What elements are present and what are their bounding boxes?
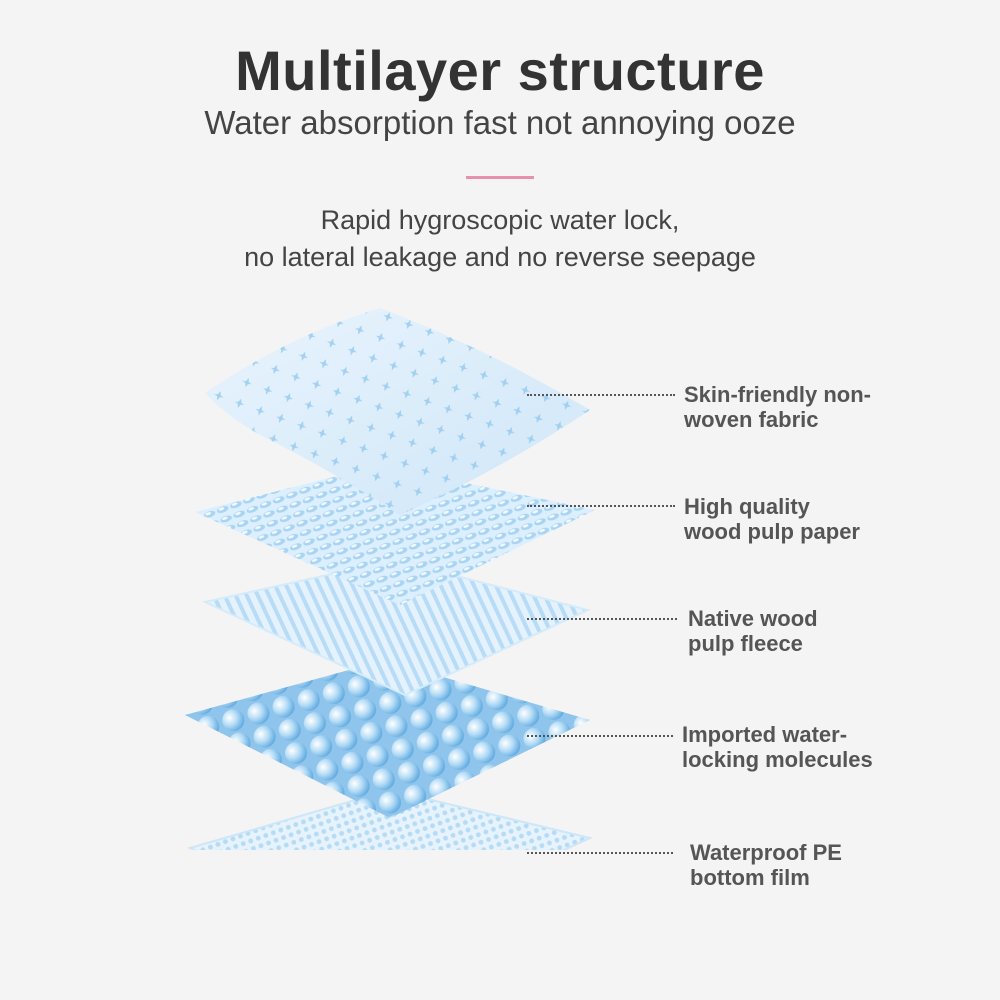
layer-label-5: Waterproof PE bottom film bbox=[690, 840, 842, 890]
layer-film bbox=[186, 788, 594, 850]
description-line-2: no lateral leakage and no reverse seepag… bbox=[244, 242, 756, 272]
layer-label-1: Skin-friendly non- woven fabric bbox=[684, 382, 871, 432]
layer-label-5-line-1: Waterproof PE bbox=[690, 840, 842, 865]
layer-label-3: Native wood pulp fleece bbox=[688, 606, 818, 656]
layer-paper bbox=[195, 465, 595, 605]
layer-label-4-line-1: Imported water- bbox=[682, 722, 848, 747]
layer-molecules bbox=[185, 660, 590, 818]
description: Rapid hygroscopic water lock, no lateral… bbox=[0, 202, 1000, 276]
leader-line-1 bbox=[527, 394, 675, 396]
layer-label-4-line-2: locking molecules bbox=[682, 747, 873, 772]
layer-label-2-line-2: wood pulp paper bbox=[684, 519, 860, 544]
page-title: Multilayer structure bbox=[235, 39, 765, 102]
layer-label-3-line-2: pulp fleece bbox=[688, 631, 803, 656]
leader-line-5 bbox=[527, 852, 673, 854]
layer-label-5-line-2: bottom film bbox=[690, 865, 810, 890]
layer-label-2: High quality wood pulp paper bbox=[684, 494, 860, 544]
layer-stack-illustration bbox=[185, 308, 595, 850]
page-subtitle: Water absorption fast not annoying ooze bbox=[204, 104, 796, 141]
leader-line-4 bbox=[527, 735, 673, 737]
layer-fleece bbox=[201, 558, 591, 697]
layer-label-2-line-1: High quality bbox=[684, 494, 810, 519]
layer-label-3-line-1: Native wood bbox=[688, 606, 818, 631]
layer-label-1-line-1: Skin-friendly non- bbox=[684, 382, 871, 407]
description-line-1: Rapid hygroscopic water lock, bbox=[320, 205, 680, 235]
leader-line-2 bbox=[527, 505, 675, 507]
leader-line-3 bbox=[527, 618, 677, 620]
layer-label-4: Imported water- locking molecules bbox=[682, 722, 873, 772]
layer-label-1-line-2: woven fabric bbox=[684, 407, 819, 432]
accent-divider bbox=[466, 176, 534, 179]
